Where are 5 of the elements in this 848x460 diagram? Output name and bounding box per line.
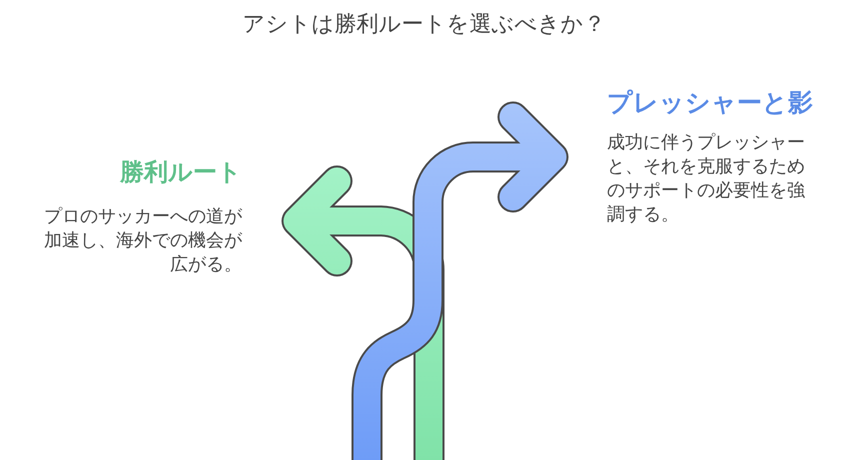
section-heading: プレッシャーと影	[607, 87, 813, 119]
description-text: 成功に伴うプレッシャーと、それを克服するためのサポートの必要性を強調する。	[607, 131, 806, 227]
section-heading: 勝利ルート	[120, 157, 242, 187]
diagram-title: アシトは勝利ルートを選ぶべきか？	[242, 11, 606, 39]
description-text: プロのサッカーへの道が加速し、海外での機会が広がる。	[43, 205, 242, 277]
